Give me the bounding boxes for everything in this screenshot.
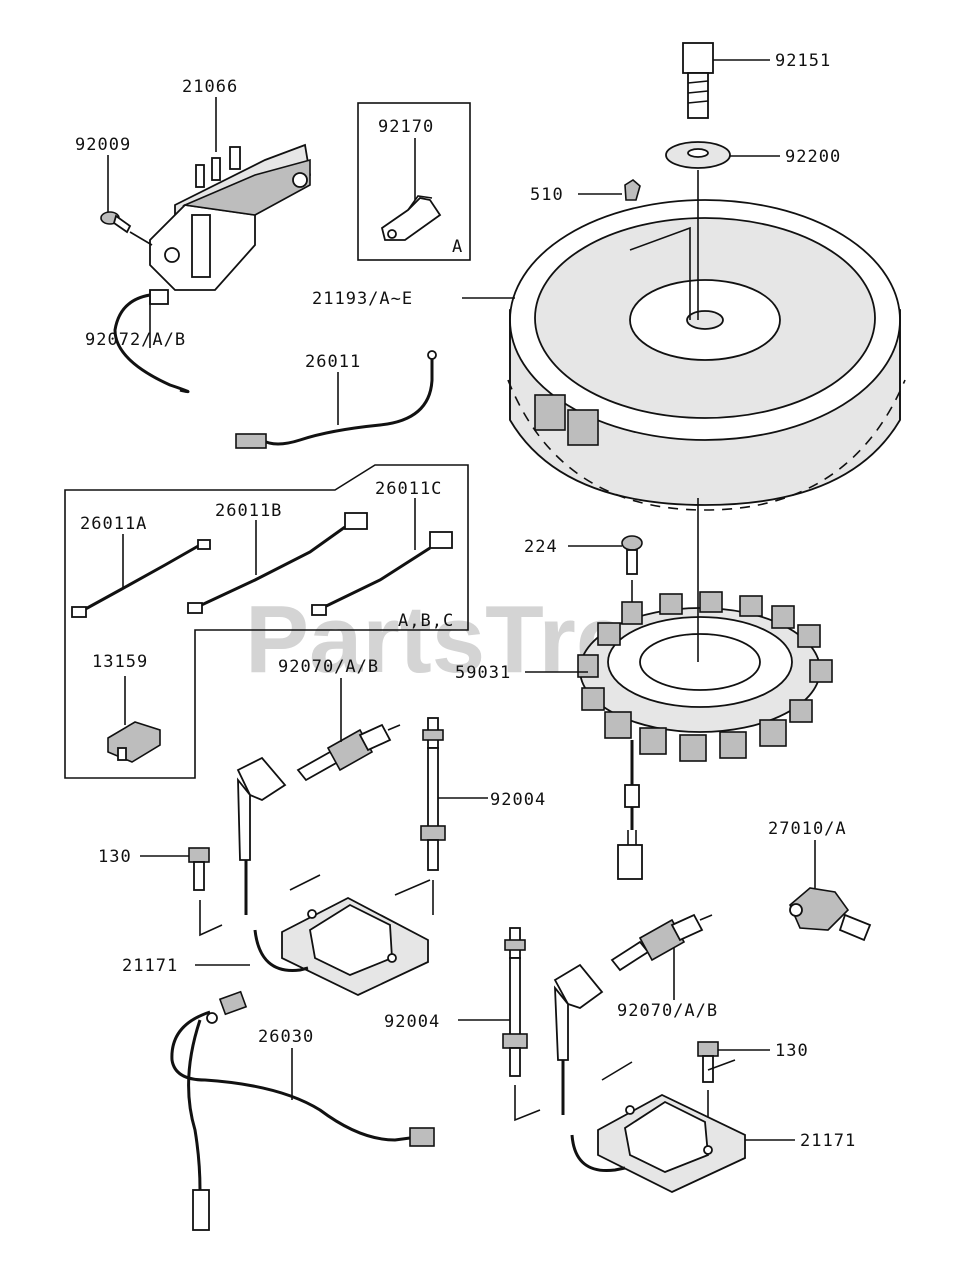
flywheel-21193[interactable] <box>507 199 906 511</box>
lead-26011[interactable] <box>235 350 437 449</box>
screw-224[interactable] <box>621 535 643 575</box>
label-59031: 59031 <box>455 663 511 683</box>
label-box-abc: A,B,C <box>398 611 454 631</box>
label-26011c: 26011C <box>375 479 442 499</box>
connector-13159[interactable] <box>107 721 161 763</box>
label-92072: 92072/A/B <box>85 330 186 350</box>
box-abc <box>64 464 469 779</box>
stator-lead <box>617 740 643 880</box>
ignition-coil-21171-left[interactable] <box>236 756 429 996</box>
label-26011a: 26011A <box>80 514 147 534</box>
ignition-coil-21171-right[interactable] <box>553 963 746 1193</box>
label-26011b: 26011B <box>215 501 282 521</box>
label-13159: 13159 <box>92 652 148 672</box>
key-510[interactable] <box>624 179 641 201</box>
label-510: 510 <box>530 185 564 205</box>
regulator-21066[interactable] <box>149 143 311 291</box>
label-130-left: 130 <box>98 847 132 867</box>
label-92009: 92009 <box>75 135 131 155</box>
label-92151: 92151 <box>775 51 831 71</box>
bolt-130-left[interactable] <box>188 847 210 891</box>
label-92170: 92170 <box>378 117 434 137</box>
label-21171-right: 21171 <box>800 1131 856 1151</box>
screw-92009[interactable] <box>100 211 132 234</box>
label-92004-top: 92004 <box>490 790 546 810</box>
label-92200: 92200 <box>785 147 841 167</box>
label-26011: 26011 <box>305 352 361 372</box>
lead-26011c[interactable] <box>311 531 453 616</box>
label-92170-box-a: A <box>452 237 463 257</box>
washer-92200[interactable] <box>665 141 731 169</box>
label-21193: 21193/A~E <box>312 289 413 309</box>
stud-92004-bottom[interactable] <box>502 927 528 1077</box>
label-130-right: 130 <box>775 1041 809 1061</box>
label-92070-bottom: 92070/A/B <box>617 1001 718 1021</box>
label-92004-bottom: 92004 <box>384 1012 440 1032</box>
lead-26011a[interactable] <box>71 539 211 618</box>
lead-26011b[interactable] <box>187 512 368 614</box>
oil-switch-27010[interactable] <box>789 887 872 942</box>
label-26030: 26030 <box>258 1027 314 1047</box>
clamp-92170[interactable] <box>380 195 442 241</box>
label-27010: 27010/A <box>768 819 847 839</box>
label-21066: 21066 <box>182 77 238 97</box>
lead-26030[interactable] <box>170 990 435 1231</box>
box-92170 <box>357 102 471 261</box>
label-224: 224 <box>524 537 558 557</box>
label-21171-left: 21171 <box>122 956 178 976</box>
bolt-130-right[interactable] <box>697 1041 719 1083</box>
spark-plug-92070-bottom[interactable] <box>610 913 713 972</box>
stator-59031[interactable] <box>577 591 833 762</box>
bolt-92151[interactable] <box>682 42 714 119</box>
label-92070-top: 92070/A/B <box>278 657 379 677</box>
spark-plug-92070-top[interactable] <box>296 723 401 782</box>
stud-92004-top[interactable] <box>420 717 446 871</box>
